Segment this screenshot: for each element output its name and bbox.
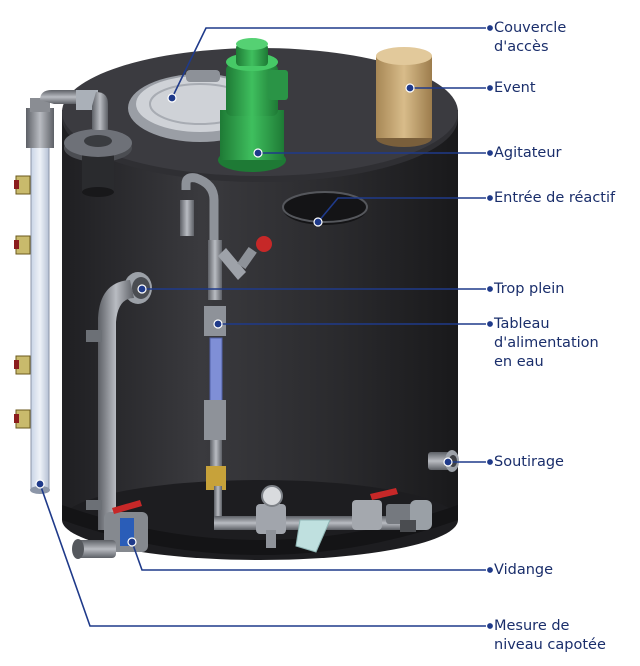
withdrawal-line xyxy=(214,485,432,553)
label-trop-plein: Trop plein xyxy=(494,280,564,299)
label-event-text: Event xyxy=(494,80,536,96)
label-soutirage: Soutirage xyxy=(494,453,564,472)
label-mesure-line2: niveau capotée xyxy=(494,637,606,653)
drain-valve xyxy=(72,500,148,559)
leader-lines xyxy=(39,27,490,627)
label-tableau-line1: Tableau xyxy=(494,316,550,332)
level-gauge xyxy=(14,90,108,494)
label-vidange: Vidange xyxy=(494,561,553,580)
top-flange xyxy=(64,129,132,197)
label-trop-plein-text: Trop plein xyxy=(494,281,565,297)
label-event: Event xyxy=(494,79,536,98)
agitator xyxy=(218,38,288,172)
label-couvercle: Couvercle d'accès xyxy=(494,19,566,57)
label-tableau-line3: en eau xyxy=(494,354,544,370)
label-entree: Entrée de réactif xyxy=(494,189,615,208)
vent xyxy=(376,47,432,147)
label-agitateur: Agitateur xyxy=(494,144,561,163)
leader-dots xyxy=(35,23,495,631)
label-tableau-line2: d'alimentation xyxy=(494,335,599,351)
withdrawal-outlet xyxy=(428,450,459,472)
label-soutirage-text: Soutirage xyxy=(494,454,564,470)
reagent-inlet xyxy=(282,191,368,225)
label-entree-text: Entrée de réactif xyxy=(494,190,616,206)
label-mesure-line1: Mesure de xyxy=(494,618,570,634)
label-agitateur-text: Agitateur xyxy=(494,145,562,161)
label-tableau: Tableau d'alimentation en eau xyxy=(494,315,599,372)
label-vidange-text: Vidange xyxy=(494,562,554,578)
label-couvercle-line2: d'accès xyxy=(494,39,549,55)
label-couvercle-line1: Couvercle xyxy=(494,20,567,36)
label-mesure: Mesure de niveau capotée xyxy=(494,617,606,655)
